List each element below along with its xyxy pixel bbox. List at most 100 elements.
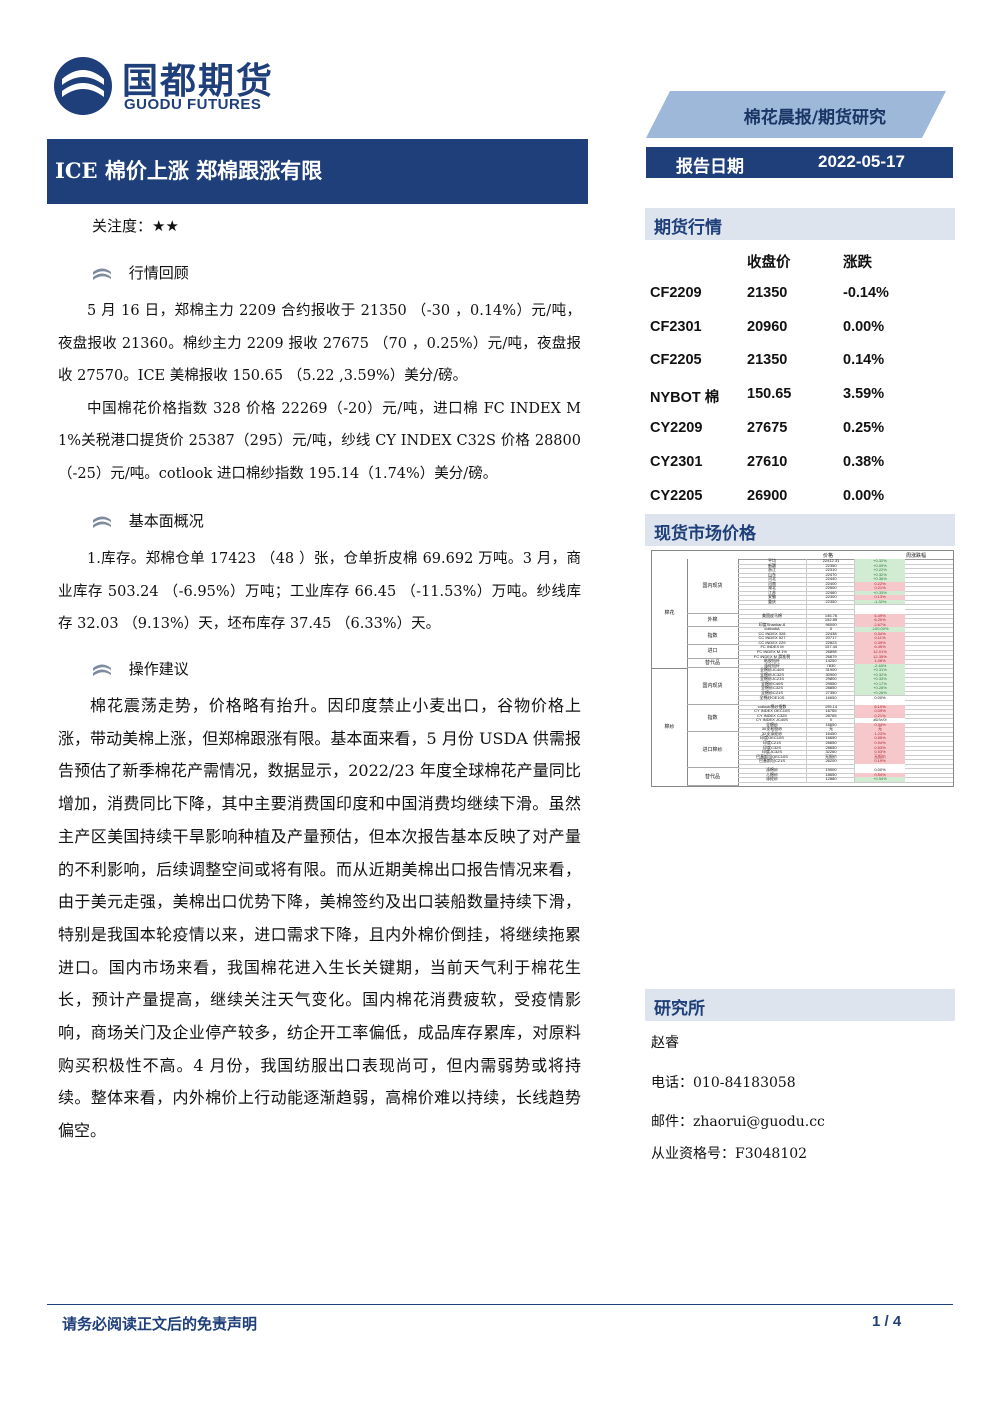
contract-name: NYBOT 棉 [650,390,720,407]
spot-item-price: 22500 [806,586,855,591]
spot-item-price [806,604,855,610]
spot-item-name: 湖北 [768,585,776,591]
spot-item-name: CY INDEX JC40S [756,717,788,723]
spot-item-price: 157.44 [806,645,855,650]
close-price: 21350 [747,284,788,301]
spot-item-price: 16765 [806,709,855,714]
spot-item-price: 16450 [806,731,855,737]
review-text: 5 月 16 日，郑棉主力 2209 合约报收于 21350 （-30 ，0.1… [58,295,581,490]
close-price: 26900 [747,487,788,504]
spot-item-name: 人棉纱 [766,771,778,777]
spot-item-change: 0.34% [854,722,905,728]
spot-item-change: 0.09% [854,709,905,714]
spot-item-change [854,763,905,769]
spot-item-name: CY INDEX C32S [757,712,787,718]
research-header: 研究所 [645,989,955,1021]
spot-item-change: +0.31% [854,668,905,673]
contract-name: CY2301 [650,453,703,470]
spot-item-name: 新疆 [768,562,776,568]
spot-table-header: 价格 周涨跌幅 [738,551,953,560]
spot-item-change: 8.10% [854,704,905,710]
spot-item-change: 0.00% [854,768,905,773]
section-advice-title: 操作建议 [128,660,189,678]
close-price: 150.65 [747,386,792,403]
review-paragraph-1: 5 月 16 日，郑棉主力 2209 合约报收于 21350 （-30 ，0.1… [58,303,581,384]
spot-item-change: +0.32% [854,672,905,678]
spot-item-price: 31900 [806,668,855,673]
spot-item-name: 印度C32S [762,744,781,750]
company-name-cn: 国都期货 [122,61,275,102]
spot-item-change: 0.94% [854,740,905,746]
spot-item-price: 32260 [806,750,855,755]
analyst-phone: 电话：010-84183058 [651,1075,796,1091]
section-fundamental-heading: 基本面概况 [92,510,204,531]
section-bullet-icon [93,268,111,280]
spot-item-name: FC INDEX M 滑准税 [753,653,791,659]
spot-row [738,700,953,706]
price-change: 0.25% [843,419,885,436]
footer-disclaimer: 请务必阅读正文后的免责声明 [62,1315,258,1333]
spot-item-change: +0.32% [854,572,905,578]
spot-item-name: 全棉纱C21S [760,689,783,695]
spot-item-change: +0.33% [854,590,905,596]
spot-item-change: 6.49% [854,613,905,619]
spot-item-change [854,609,905,614]
spot-item-price: 27350 [806,690,855,696]
report-date-label: 报告日期 [676,157,744,177]
spot-item-price: 22823 [806,640,855,646]
spot-item-price: 22350 [806,563,855,569]
spot-item-change: 12.35% [854,654,905,660]
spot-item-price: 152.85 [806,618,855,623]
spot-item-name: 美国皮马棉 [762,612,782,618]
report-category-banner: 棉花晨报/期货研究 [646,91,946,138]
spot-item-change: +0.17% [854,681,905,687]
spot-item-price: 26650 [806,740,855,746]
spot-item-name: cotlookA [764,626,780,632]
spot-item-change: 0.19% [854,759,905,764]
spot-item-name: 江苏 [768,589,776,595]
spot-item-name: CC INDEX 527 [758,635,786,641]
spot-item-change: 0.22% [854,581,905,587]
spot-price-table: 价格 周涨跌幅 棉花棉纱国内现货外棉指数进口替代品国内现货指数进口棉纱替代品平均… [651,550,954,787]
spot-item-price: 146.76 [806,613,855,619]
spot-item-price: 22350 [806,599,855,605]
spot-item-change: 12.01% [854,649,905,655]
spot-item-name: 全棉纱JC32S [759,671,784,677]
section-bullet-icon [93,664,111,676]
spot-item-price: 22310 [806,568,855,573]
spot-item-name: CY INDEX OEC10S [754,708,790,714]
spot-item-price: 22440 [806,577,855,582]
spot-row [738,604,953,611]
spot-item-name: cotlook棉纱指数 [757,703,787,709]
spot-group-label: 棉纱 [652,668,688,787]
spot-subgroup-label: 国内现货 [687,668,739,705]
spot-item-price: 0 [806,718,855,723]
contract-name: CF2209 [650,284,702,301]
report-date-bar: 报告日期 2022-05-17 [646,147,953,178]
spot-item-change: #DIV/0! [854,718,905,723]
contract-name: CY2205 [650,487,703,504]
spot-item-name: 河北 [768,576,776,582]
spot-item-name: FC INDEX M 1% [756,649,787,654]
spot-subgroup-label: 指数 [687,627,739,646]
spot-item-name: FC INDEX M [760,644,784,650]
spot-item-change: +0.28% [854,686,905,691]
spot-item-price: 22412.31 [806,558,855,564]
